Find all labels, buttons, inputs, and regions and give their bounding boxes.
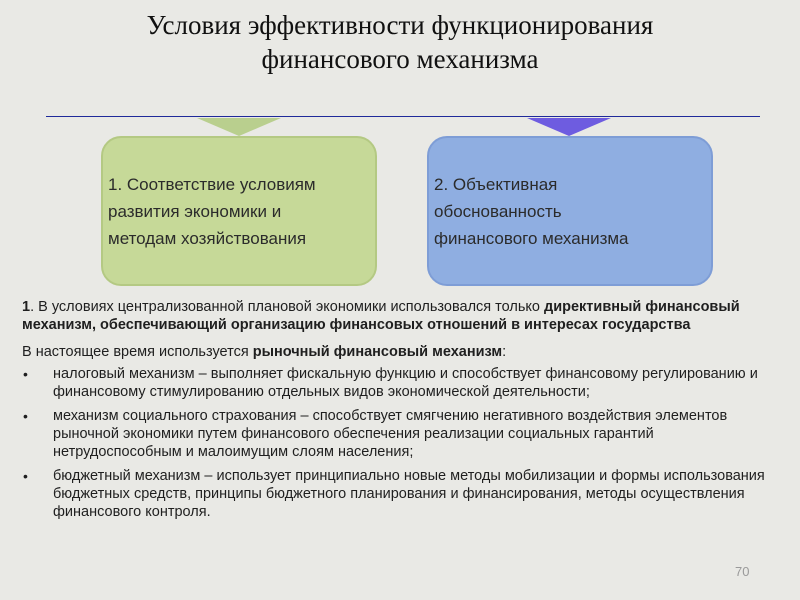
paragraph-market-mechanism: В настоящее время используется рыночный … <box>22 343 782 361</box>
down-arrow-left-icon <box>197 118 281 136</box>
condition-box-1: 1. Соответствие условиям развития эконом… <box>101 136 377 286</box>
bullet-icon: • <box>23 366 28 382</box>
paragraph-2-text: В настоящее время используется <box>22 344 253 360</box>
page-number: 70 <box>735 564 750 579</box>
slide-body: 1. В условиях централизованной плановой … <box>22 298 782 527</box>
list-item: • механизм социального страхования – спос… <box>22 407 782 461</box>
bullet-icon: • <box>23 408 28 424</box>
list-item: • бюджетный механизм – использует принцип… <box>22 467 782 521</box>
page-title: Условия эффективности функционирования ф… <box>40 8 760 76</box>
bullet-icon: • <box>23 468 28 484</box>
paragraph-1-bold: директивный финансовый механизм, обеспеч… <box>22 299 740 333</box>
paragraph-planned-economy: 1. В условиях централизованной плановой … <box>22 298 782 334</box>
paragraph-2-tail: : <box>502 344 507 360</box>
mechanism-list: • налоговый механизм – выполняет фискальн… <box>22 365 782 521</box>
condition-2-line-1: 2. Объективная <box>434 174 558 194</box>
condition-2-line-3: финансового механизма <box>434 228 629 248</box>
title-line-1: Условия эффективности функционирования <box>146 10 654 40</box>
paragraph-1-text: . В условиях централизованной плановой э… <box>30 299 545 315</box>
down-arrow-right-icon <box>527 118 611 136</box>
condition-1-line-3: методам хозяйствования <box>108 228 307 248</box>
condition-1-line-2: развития экономики и <box>108 201 282 221</box>
title-line-2: финансового механизма <box>261 44 539 74</box>
list-item-text: механизм социального страхования – спосо… <box>53 408 728 460</box>
paragraph-number: 1 <box>22 299 31 315</box>
list-item: • налоговый механизм – выполняет фискальн… <box>22 365 782 401</box>
condition-box-2: 2. Объективная обоснованность финансовог… <box>427 136 713 286</box>
title-divider <box>46 116 760 117</box>
paragraph-2-bold: рыночный финансовый механизм <box>252 344 503 360</box>
list-item-text: налоговый механизм – выполняет фискальну… <box>53 366 758 400</box>
list-item-text: бюджетный механизм – использует принципи… <box>53 468 765 520</box>
condition-1-line-1: 1. Соответствие условиям <box>108 174 316 194</box>
condition-2-line-2: обоснованность <box>434 201 562 221</box>
